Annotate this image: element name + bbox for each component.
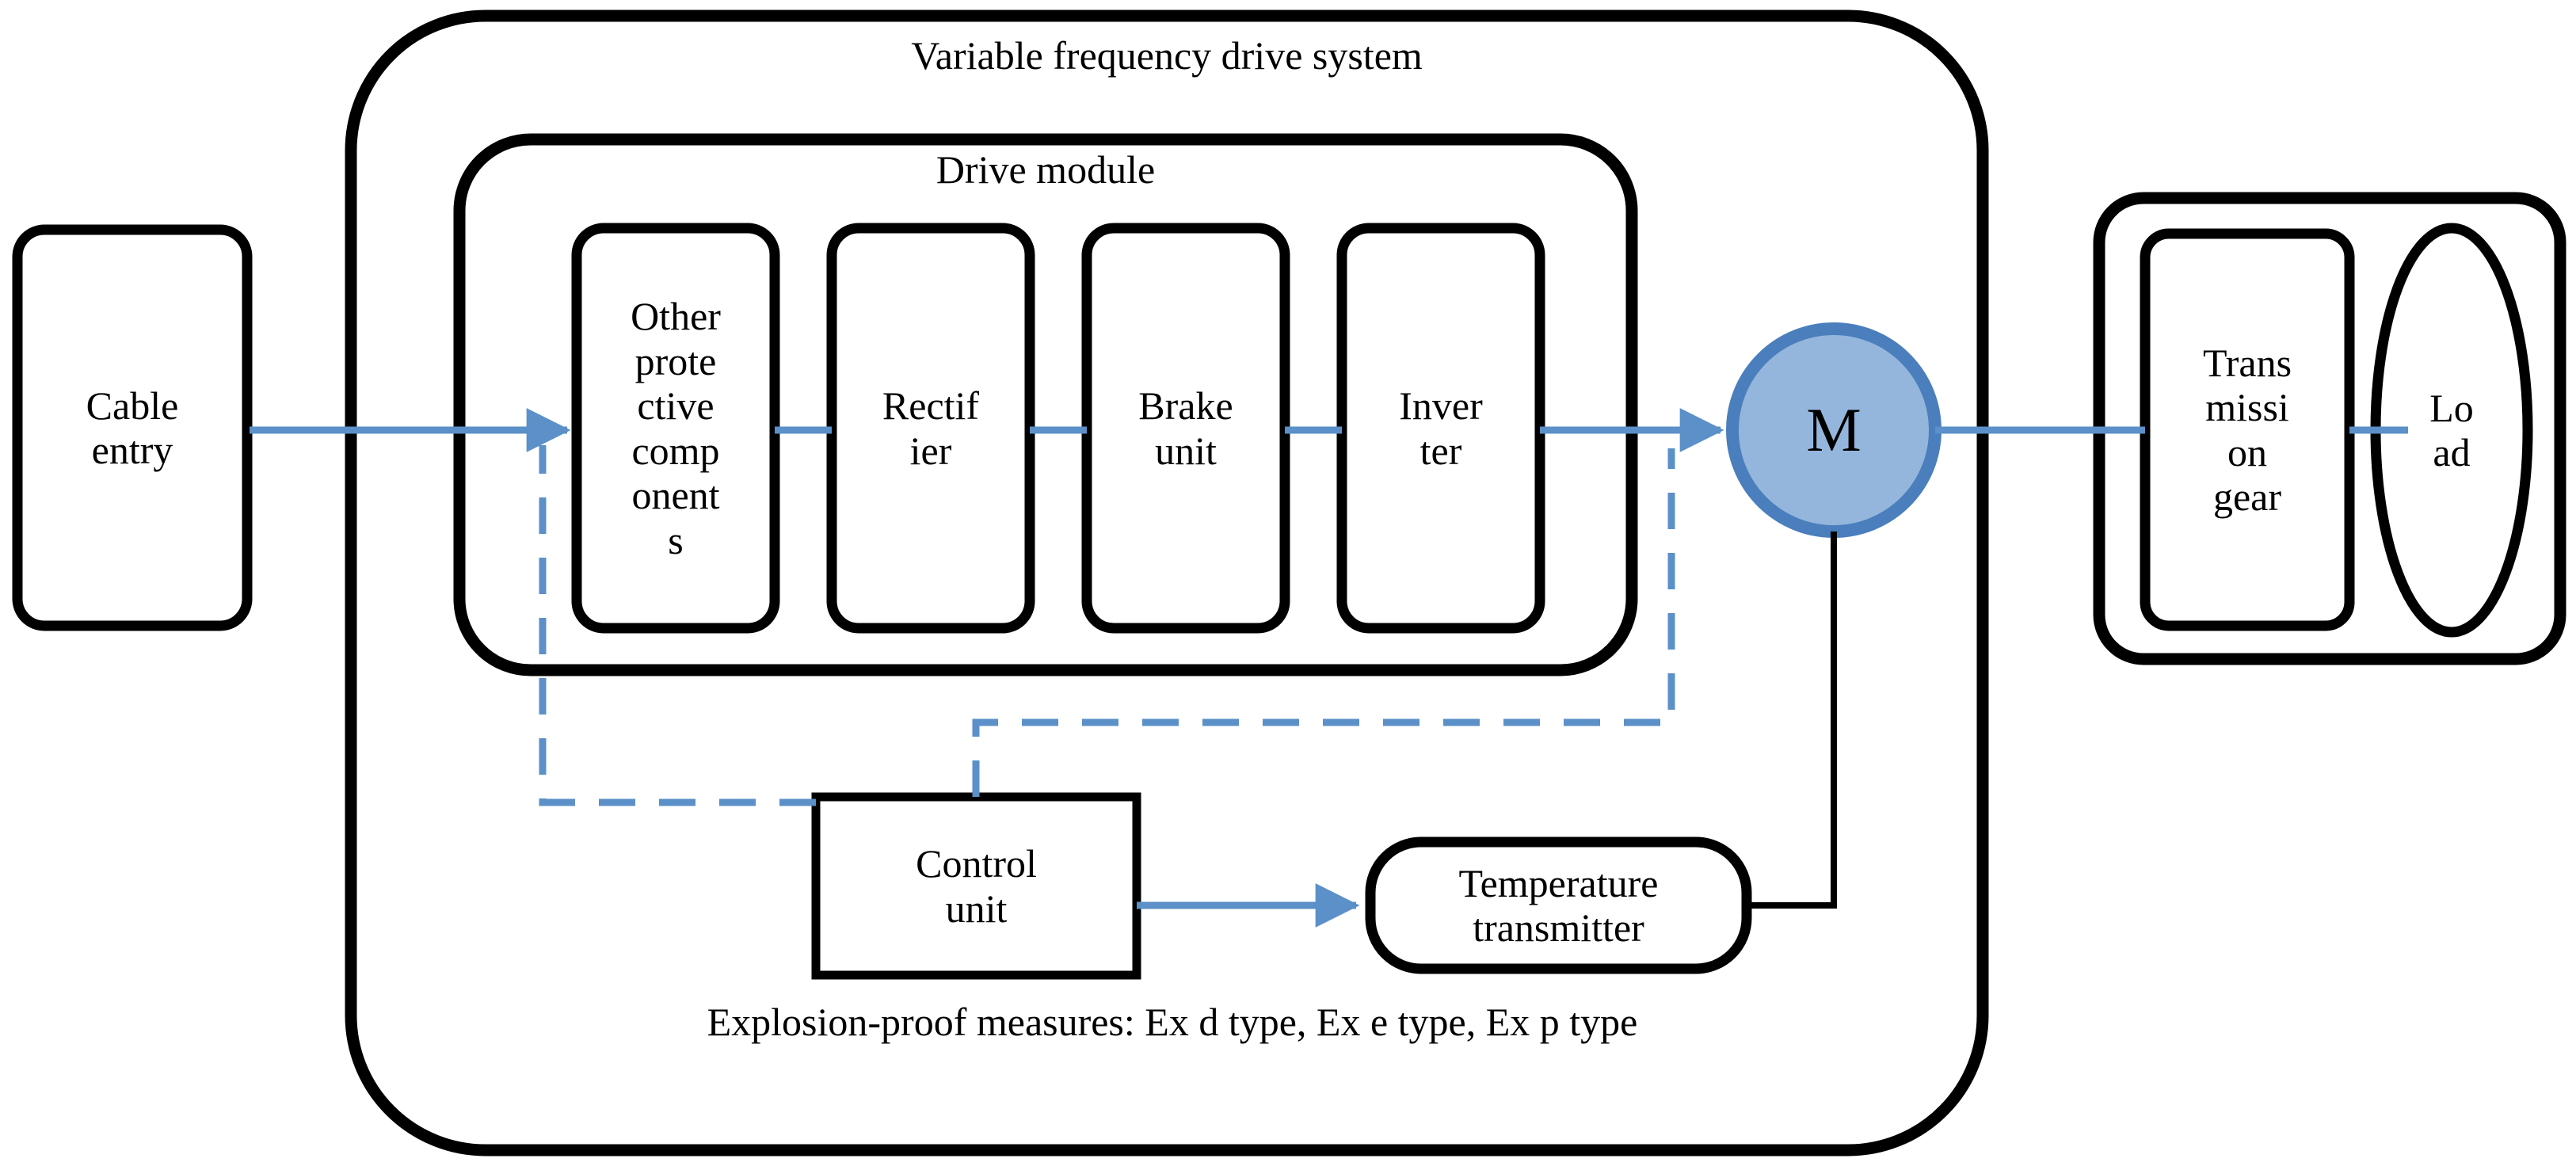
temperature-transmitter-box (1365, 836, 1752, 974)
motor-temperature-sensor-wire (1747, 532, 1837, 909)
brake-unit-box (1081, 223, 1290, 634)
control-unit-box (811, 792, 1141, 980)
motor-circle (1726, 322, 1942, 538)
rectifier-box (826, 223, 1035, 634)
other-protective-components-box (571, 223, 780, 634)
feedback-control-to-drive-input (539, 445, 816, 806)
transmission-gear-box (2140, 228, 2355, 631)
variable-frequency-drive-system-container (345, 10, 1989, 1156)
inverter-box (1336, 223, 1545, 634)
drive-module-container (453, 133, 1638, 676)
feedback-control-to-motor-line (972, 448, 1675, 797)
cable-entry-box (12, 224, 253, 631)
